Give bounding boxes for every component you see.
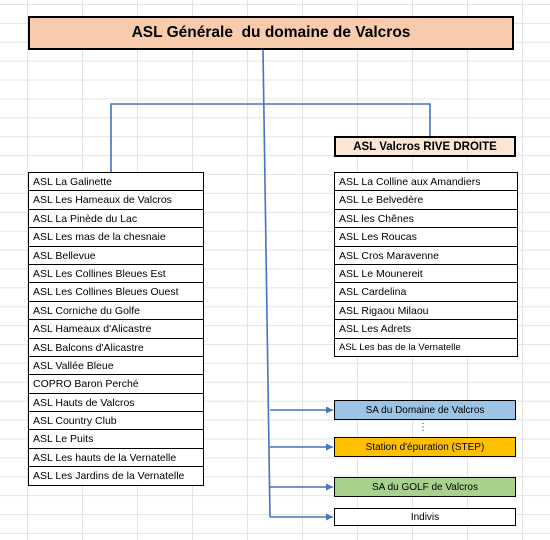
list-item: ASL La Galinette: [29, 173, 203, 192]
list-item: ASL Le Puits: [29, 430, 203, 449]
list-item: ASL Les Collines Bleues Est: [29, 265, 203, 284]
list-item: ASL Cros Maravenne: [335, 247, 517, 265]
arrowhead-step: [326, 443, 333, 451]
list-item: ASL Les bas de la Vernatelle: [335, 339, 517, 357]
list-item: ASL Les Hameaux de Valcros: [29, 191, 203, 210]
list-item: ASL Les mas de la chesnaie: [29, 228, 203, 247]
list-item: ASL Corniche du Golfe: [29, 302, 203, 321]
list-item: ASL Les Roucas: [335, 228, 517, 247]
arrowhead-sa-domaine: [326, 406, 333, 414]
sa-golf-box: SA du GOLF de Valcros: [334, 477, 516, 497]
list-item: ASL Le Moun­ereit: [335, 265, 517, 284]
left-asl-list: ASL La Galinette ASL Les Hameaux de Valc…: [28, 172, 204, 486]
list-item: ASL Country Club: [29, 412, 203, 431]
list-item: ASL Cardelina: [335, 283, 517, 302]
indivis-box: Indivis: [334, 508, 516, 526]
rive-droite-header: ASL Valcros RIVE DROITE: [334, 136, 516, 157]
list-item: ASL Vallée Bleue: [29, 357, 203, 376]
arrowhead-sa-golf: [326, 483, 333, 491]
arrowhead-indivis: [326, 513, 333, 521]
list-item: ASL Rigaou Milaou: [335, 302, 517, 321]
list-item: ASL Bellevue: [29, 247, 203, 265]
list-item: ASL Les Adrets: [335, 320, 517, 339]
list-item: ASL Hameaux d'Alicastre: [29, 320, 203, 339]
list-item: ASL Hauts de Valcros: [29, 394, 203, 413]
sa-domaine-box: SA du Domaine de Valcros: [334, 400, 516, 420]
list-item: ASL Le Belvedère: [335, 191, 517, 210]
list-item: ASL Les Jardins de la Vernatelle: [29, 467, 203, 486]
list-item: ASL Les hauts de la Vernatelle: [29, 449, 203, 468]
step-box: Station d'épuration (STEP): [334, 437, 516, 457]
list-item: ASL les Chênes: [335, 210, 517, 229]
list-item: ASL Les Collines Bleues Ouest: [29, 283, 203, 302]
list-item: COPRO Baron Perché: [29, 375, 203, 394]
rive-droite-list: ASL La Colline aux Amandiers ASL Le Belv…: [334, 172, 518, 357]
list-item: ASL La Pinède du Lac: [29, 210, 203, 229]
connector-trunk: [262, 49, 271, 518]
main-title: ASL Générale du domaine de Valcros: [28, 16, 514, 50]
list-item: ASL La Colline aux Amandiers: [335, 173, 517, 192]
ellipsis-dots: ⋮: [418, 421, 428, 433]
connector-branch-top: [110, 103, 431, 172]
list-item: ASL Balcons d'Alicastre: [29, 339, 203, 357]
